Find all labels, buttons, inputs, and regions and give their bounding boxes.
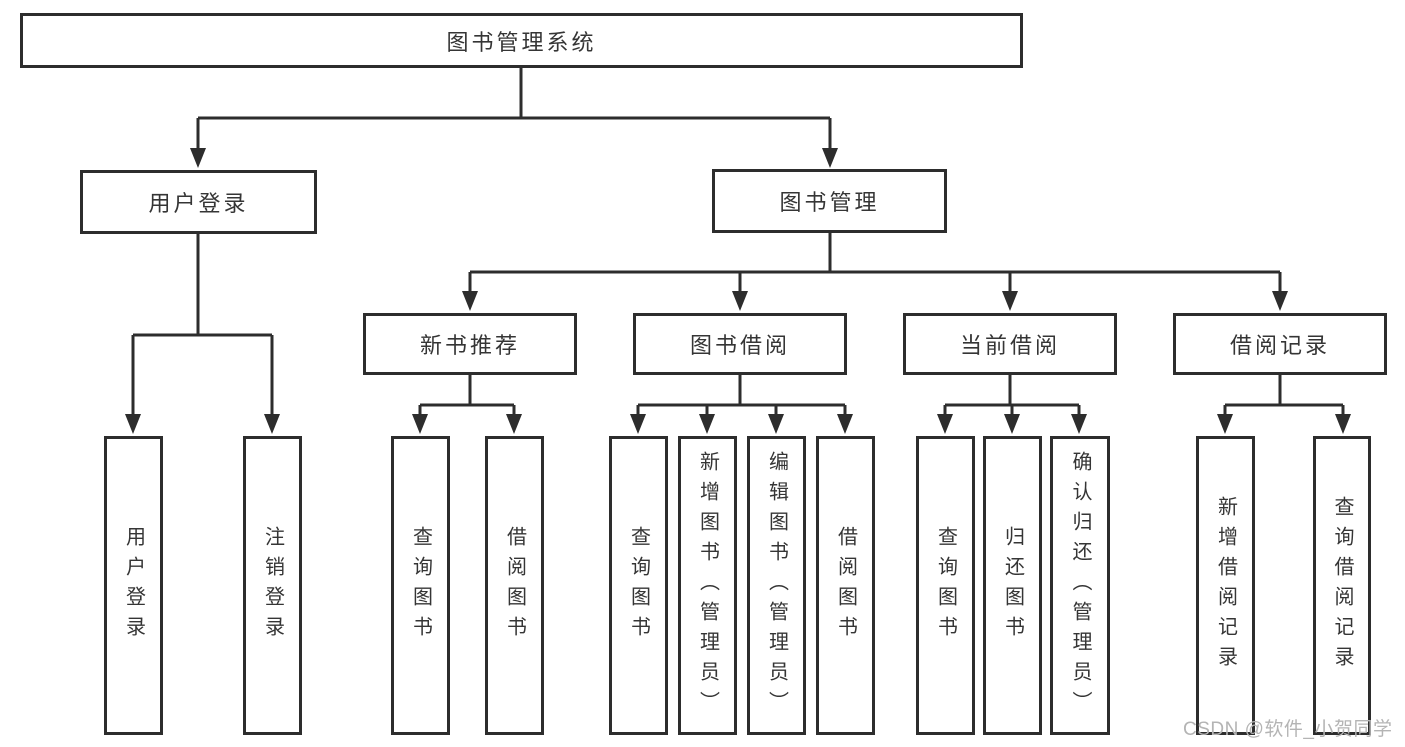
node-confirm-return-admin-label: 确认归还（管理员）	[1069, 450, 1091, 721]
node-user-login-label: 用户登录	[122, 525, 145, 646]
node-user-login-branch: 用户登录	[80, 170, 317, 234]
node-edit-book-admin-label: 编辑图书（管理员）	[765, 450, 788, 721]
node-query-books-borrowing-label: 查询图书	[627, 525, 650, 646]
node-logout: 注销登录	[243, 436, 302, 735]
node-logout-label: 注销登录	[261, 525, 284, 646]
node-book-borrowing: 图书借阅	[633, 313, 847, 375]
node-query-books-current: 查询图书	[916, 436, 975, 735]
node-query-books-current-label: 查询图书	[934, 525, 957, 646]
node-new-book-recommendation: 新书推荐	[363, 313, 577, 375]
node-library-management-system: 图书管理系统	[20, 13, 1023, 68]
node-borrow-books-recommend-label: 借阅图书	[503, 525, 526, 646]
node-borrow-books-label: 借阅图书	[834, 525, 857, 646]
node-return-books: 归还图书	[983, 436, 1042, 735]
node-add-book-admin: 新增图书（管理员）	[678, 436, 737, 735]
node-add-borrow-record-label: 新增借阅记录	[1214, 495, 1237, 676]
node-add-borrow-record: 新增借阅记录	[1196, 436, 1255, 735]
node-borrow-books-recommend: 借阅图书	[485, 436, 544, 735]
node-query-books-recommend-label: 查询图书	[409, 525, 432, 646]
node-borrow-books: 借阅图书	[816, 436, 875, 735]
node-confirm-return-admin: 确认归还（管理员）	[1050, 436, 1110, 735]
node-query-books-recommend: 查询图书	[391, 436, 450, 735]
watermark: CSDN @软件_小贺同学	[1183, 719, 1393, 740]
node-add-book-admin-label: 新增图书（管理员）	[696, 450, 719, 721]
node-borrowing-records: 借阅记录	[1173, 313, 1387, 375]
node-book-management-branch: 图书管理	[712, 169, 947, 233]
node-edit-book-admin: 编辑图书（管理员）	[747, 436, 806, 735]
node-query-books-borrowing: 查询图书	[609, 436, 668, 735]
node-user-login: 用户登录	[104, 436, 163, 735]
node-current-borrowing: 当前借阅	[903, 313, 1117, 375]
node-query-borrow-record-label: 查询借阅记录	[1331, 495, 1353, 676]
node-return-books-label: 归还图书	[1001, 525, 1024, 646]
node-query-borrow-record: 查询借阅记录	[1313, 436, 1371, 735]
